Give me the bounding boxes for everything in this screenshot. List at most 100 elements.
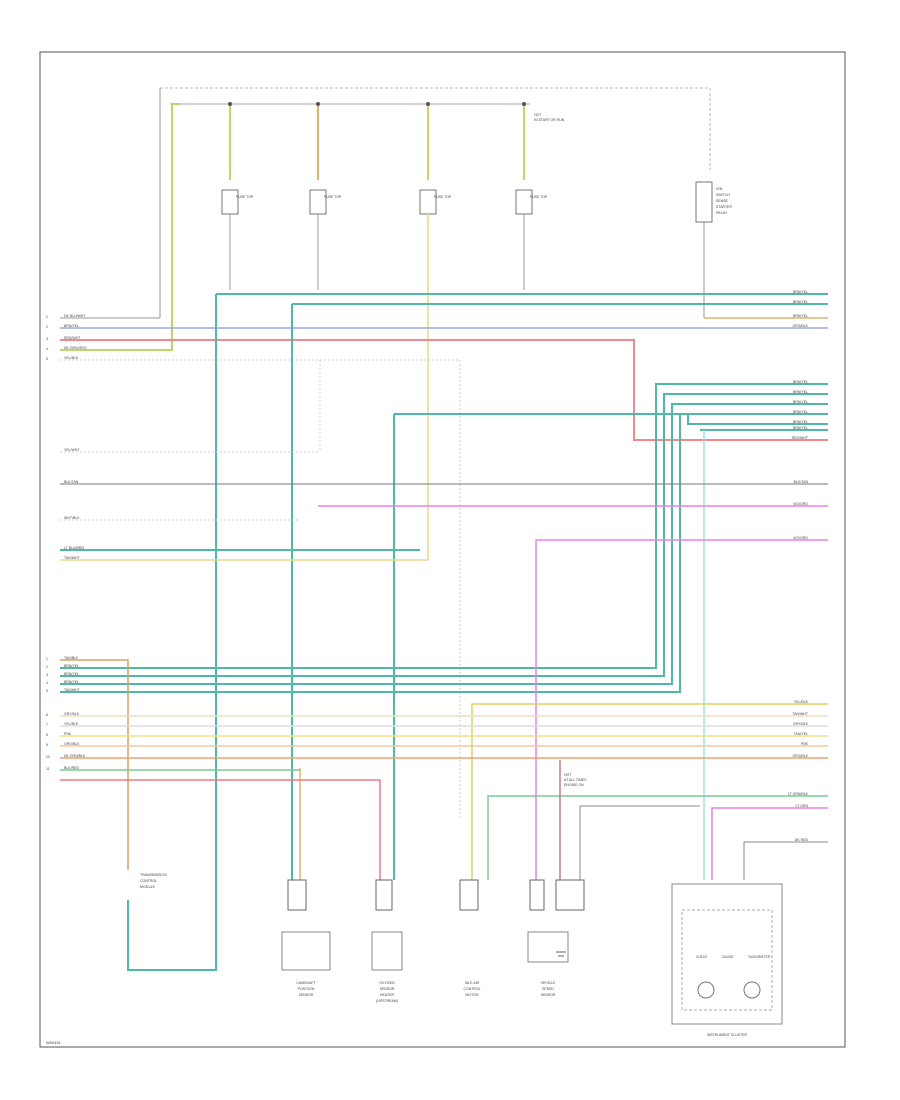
- right-wire-label: BRN/YEL: [793, 314, 808, 318]
- diagram-frame: [39, 51, 846, 1048]
- component-label: SENSOR: [380, 987, 395, 991]
- relay-column-3: [419, 102, 437, 560]
- left-wire-label: BLK/TAN: [64, 480, 79, 484]
- right-wire-label: BLK/TAN: [794, 480, 809, 484]
- left-wire-label: BRN/YEL: [64, 664, 79, 668]
- component-boxes: [281, 931, 569, 971]
- left-wire-label: ORG/BLK: [64, 742, 80, 746]
- left-pin-number: 1: [46, 315, 48, 319]
- component-label: SENSOR: [541, 993, 556, 997]
- ignition-label: RELAY: [716, 211, 728, 215]
- cluster-item: GAUGE: [722, 955, 734, 959]
- right-wire-label: YEL/BLK: [794, 700, 809, 704]
- left-wire-label: BRN/YEL: [64, 324, 79, 328]
- ignition-label: SENSE: [716, 199, 729, 203]
- left-pin-number: 3: [46, 673, 48, 677]
- ignition-label: IGN: [716, 187, 723, 191]
- right-wire-label: LT GRN/BLK: [788, 792, 809, 796]
- cluster-title: INSTRUMENT CLUSTER: [707, 1033, 748, 1037]
- right-wire-label: DK RED: [795, 838, 809, 842]
- cluster-item: CHECK: [696, 955, 708, 959]
- left-wire-label: TAN/WHT: [64, 688, 81, 692]
- transmission-note: TRANSMISSION: [140, 873, 167, 877]
- mid-bus-bundle: [60, 383, 828, 880]
- component-label: SPEED: [542, 987, 554, 991]
- ground-label: AT ALL TIMES: [564, 778, 587, 782]
- left-wire-label: YEL/WHT: [64, 448, 80, 452]
- right-wire-label: BRN/YEL: [793, 380, 808, 384]
- left-pin-number: 2: [46, 665, 48, 669]
- relay-label: FUSE TOP: [434, 195, 452, 199]
- right-wire-label: TAN/YEL: [794, 732, 808, 736]
- right-wire-label: ORG/BLK: [792, 754, 808, 758]
- transmission-note: CONTROL: [140, 879, 157, 883]
- right-wire-label: VIO/ORG: [793, 536, 808, 540]
- ignition-sense-column: [695, 181, 828, 319]
- left-pin-number: 8: [46, 733, 48, 737]
- right-wire-label: TAN/WHT: [792, 712, 809, 716]
- ground-label: ENGINE ON: [564, 783, 584, 787]
- component-label: SENSOR: [299, 993, 314, 997]
- right-wire-label: VIO/ORG: [793, 502, 808, 506]
- left-pin-number: 1: [46, 657, 48, 661]
- left-pin-number: 5: [46, 689, 48, 693]
- instrument-cluster: [671, 883, 783, 1025]
- left-wire-label: TAN/WHT: [64, 556, 81, 560]
- left-pin-number: 6: [46, 713, 48, 717]
- relay-label: FUSE TOP: [236, 195, 254, 199]
- right-wire-label: ORG/BLK: [792, 324, 808, 328]
- right-wire-label: BRN/YEL: [793, 400, 808, 404]
- relay-label: FUSE TOP: [530, 195, 548, 199]
- component-label: CAMSHAFT: [296, 981, 316, 985]
- component-label: IDLE AIR: [465, 981, 480, 985]
- connector-stubs: [287, 879, 585, 911]
- right-wire-label: PNK: [801, 742, 809, 746]
- left-wire-label: LT BLU/BRN: [64, 546, 84, 550]
- left-wire-label: DK GRN/ORG: [64, 346, 87, 350]
- left-pin-number: 4: [46, 681, 48, 685]
- right-wire-label: BRN/YEL: [793, 410, 808, 414]
- right-wire-label: RED/WHT: [792, 436, 809, 440]
- cluster-item: TACHOMETER: [748, 955, 771, 959]
- transmission-note: MODULE: [140, 885, 156, 889]
- left-wire-label: YEL/BLK: [64, 722, 79, 726]
- ground-label: HOT: [564, 773, 572, 777]
- right-wire-label: GRY/BLK: [793, 722, 809, 726]
- left-pin-number: 3: [46, 337, 48, 341]
- left-wire-label: DK BLU/WHT: [64, 314, 86, 318]
- left-wire-label: DK GRN/BLK: [64, 754, 86, 758]
- relay-column-1: [221, 102, 239, 290]
- splice-label: IN START OR RUN: [534, 118, 565, 122]
- footer-id: W00451: [46, 1040, 62, 1045]
- left-wire-label: TAN/BLK: [64, 656, 79, 660]
- left-pin-number: 10: [46, 755, 50, 759]
- right-wire-label: BRN/YEL: [793, 390, 808, 394]
- relay-label: FUSE TOP: [324, 195, 342, 199]
- component-label: (UPSTREAM): [376, 999, 398, 1003]
- relay-column-4: [515, 102, 533, 290]
- left-pin-number: 9: [46, 743, 48, 747]
- left-pin-number: 5: [46, 357, 48, 361]
- component-label: MOTOR: [466, 993, 479, 997]
- right-wire-label: BRN/YEL: [793, 426, 808, 430]
- left-wire-label: YEL/BLK: [64, 356, 79, 360]
- splice-label: HOT: [534, 113, 542, 117]
- left-wire-label: PNK: [64, 732, 72, 736]
- right-wire-label: BRN/YEL: [793, 420, 808, 424]
- left-wire-label: WHT/BLK: [64, 516, 80, 520]
- left-pin-number: 11: [46, 767, 50, 771]
- left-wire-label: GRY/BLK: [64, 712, 80, 716]
- component-label: VEHICLE: [541, 981, 557, 985]
- left-wire-label: BLK/RED: [64, 766, 79, 770]
- left-pin-number: 2: [46, 325, 48, 329]
- left-pin-number: 4: [46, 347, 48, 351]
- left-wire-label: BRN/YEL: [64, 672, 79, 676]
- right-wire-label: BRN/YEL: [793, 300, 808, 304]
- component-label: OXYGEN: [380, 981, 395, 985]
- right-wire-label: LT GRN: [795, 804, 808, 808]
- component-label: CONTROL: [463, 987, 480, 991]
- right-wire-label: BRN/YEL: [793, 290, 808, 294]
- left-wire-label: BRN/YEL: [64, 680, 79, 684]
